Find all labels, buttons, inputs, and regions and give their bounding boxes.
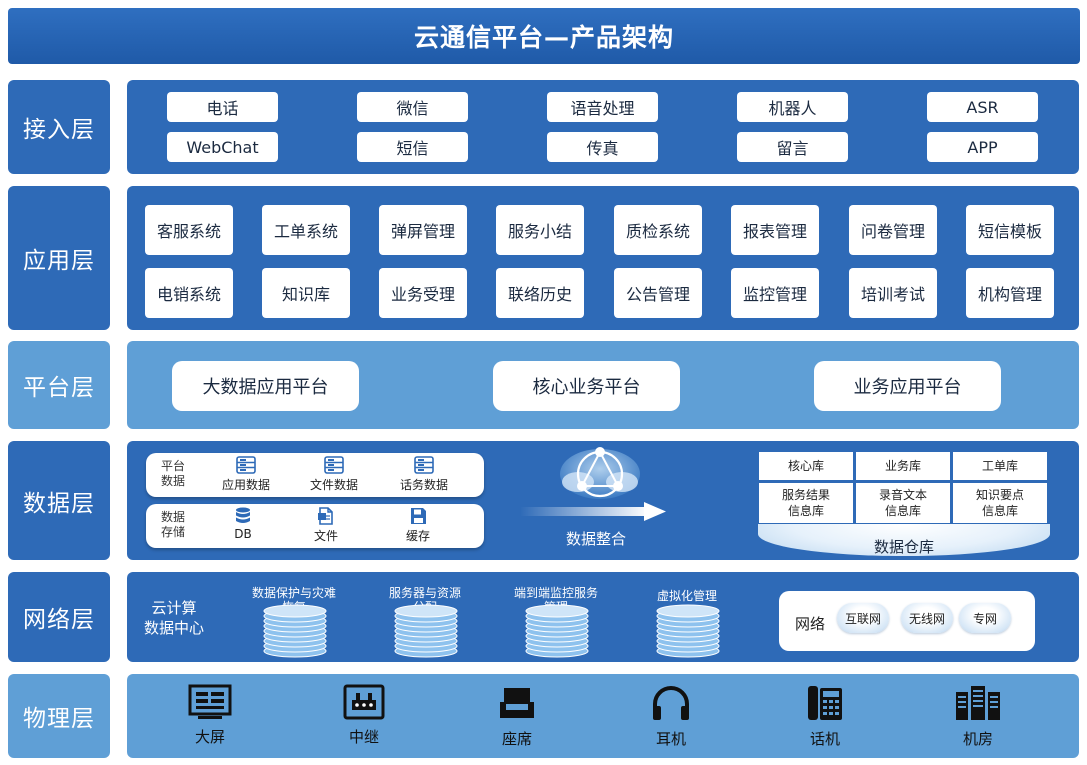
physical-panel	[127, 674, 1079, 758]
warehouse-cell[interactable]: 录音文本 信息库	[856, 483, 950, 523]
headset-icon	[653, 686, 689, 720]
seat-icon	[500, 688, 534, 718]
data-storage-tag: 数据 存储	[161, 510, 186, 539]
relay-icon	[343, 684, 385, 720]
server-stack-icon	[263, 604, 327, 658]
phone-icon	[808, 686, 842, 720]
platform-chip[interactable]: 业务应用平台	[814, 361, 1001, 411]
app-chip[interactable]: 弹屏管理	[379, 205, 467, 255]
database-server-icon	[236, 456, 256, 474]
app-chip[interactable]: 培训考试	[849, 268, 937, 318]
platform-chip[interactable]: 大数据应用平台	[172, 361, 359, 411]
server-stack-icon	[656, 604, 720, 658]
app-chip[interactable]: 电销系统	[145, 268, 233, 318]
platform-panel: 大数据应用平台 核心业务平台 业务应用平台	[127, 341, 1079, 429]
physical-item[interactable]: 耳机	[631, 684, 711, 749]
save-icon	[411, 508, 426, 524]
data-item[interactable]: 话务数据	[384, 456, 464, 493]
layer-label-access: 接入层	[8, 80, 110, 174]
warehouse-cell[interactable]: 业务库	[856, 452, 950, 480]
layer-label-physical: 物理层	[8, 674, 110, 758]
physical-item[interactable]: 座席	[477, 684, 557, 749]
cloud-wireless[interactable]: 无线网	[901, 603, 953, 633]
data-integration-icon	[520, 447, 666, 521]
server-stack-icon	[525, 604, 589, 658]
access-chip[interactable]: 语音处理	[547, 92, 658, 122]
cloud-datacenter-label: 云计算 数据中心	[143, 599, 204, 637]
warehouse-cell[interactable]: 核心库	[759, 452, 853, 480]
access-chip[interactable]: 电话	[167, 92, 278, 122]
physical-item[interactable]: 机房	[938, 684, 1018, 749]
data-storage-group: 数据 存储 DB 文件 缓存	[146, 504, 484, 548]
access-chip[interactable]: ASR	[927, 92, 1038, 122]
platform-chip[interactable]: 核心业务平台	[493, 361, 680, 411]
data-item[interactable]: DB	[203, 507, 283, 541]
cloud-internet[interactable]: 互联网	[837, 603, 889, 633]
app-chip[interactable]: 联络历史	[496, 268, 584, 318]
data-item[interactable]: 文件数据	[294, 456, 374, 493]
database-server-icon	[324, 456, 344, 474]
access-chip[interactable]: APP	[927, 132, 1038, 162]
physical-item[interactable]: 话机	[785, 684, 865, 749]
network-box: 网络 互联网 无线网 专网	[779, 591, 1035, 651]
warehouse-cell[interactable]: 服务结果 信息库	[759, 483, 853, 523]
database-server-icon	[414, 456, 434, 474]
page-title: 云通信平台—产品架构	[8, 8, 1080, 64]
app-chip[interactable]: 监控管理	[731, 268, 819, 318]
warehouse-title: 数据仓库	[873, 538, 934, 556]
data-item[interactable]: 应用数据	[206, 456, 286, 493]
warehouse-cell[interactable]: 知识要点 信息库	[953, 483, 1047, 523]
data-integration-label: 数据整合	[566, 530, 627, 548]
stack-label: 虚拟化管理	[656, 589, 717, 603]
cloud-private[interactable]: 专网	[959, 603, 1011, 633]
app-chip[interactable]: 问卷管理	[849, 205, 937, 255]
access-chip[interactable]: 机器人	[737, 92, 848, 122]
access-chip[interactable]: 传真	[547, 132, 658, 162]
app-chip[interactable]: 客服系统	[145, 205, 233, 255]
platform-data-group: 平台 数据 应用数据 文件数据 话务数据	[146, 453, 484, 497]
physical-item[interactable]: 大屏	[170, 684, 250, 747]
file-icon	[318, 507, 333, 525]
layer-label-application: 应用层	[8, 186, 110, 330]
access-chip[interactable]: 留言	[737, 132, 848, 162]
layer-label-network: 网络层	[8, 572, 110, 662]
app-chip[interactable]: 业务受理	[379, 268, 467, 318]
app-chip[interactable]: 知识库	[262, 268, 350, 318]
app-chip[interactable]: 机构管理	[966, 268, 1054, 318]
layer-label-data: 数据层	[8, 441, 110, 560]
app-chip[interactable]: 工单系统	[262, 205, 350, 255]
server-room-icon	[956, 686, 1000, 720]
layer-label-platform: 平台层	[8, 341, 110, 429]
app-chip[interactable]: 公告管理	[614, 268, 702, 318]
app-chip[interactable]: 服务小结	[496, 205, 584, 255]
app-chip[interactable]: 短信模板	[966, 205, 1054, 255]
app-chip[interactable]: 报表管理	[731, 205, 819, 255]
data-item[interactable]: 缓存	[378, 507, 458, 544]
access-panel: 电话 微信 语音处理 机器人 ASR WebChat 短信 传真 留言 APP	[127, 80, 1079, 174]
access-chip[interactable]: 微信	[357, 92, 468, 122]
access-chip[interactable]: WebChat	[167, 132, 278, 162]
platform-data-tag: 平台 数据	[161, 459, 186, 488]
database-icon	[236, 507, 250, 523]
data-warehouse: 核心库 业务库 工单库 服务结果 信息库 录音文本 信息库 知识要点 信息库 数…	[758, 452, 1050, 557]
network-title: 网络	[795, 615, 826, 633]
physical-item[interactable]: 中继	[324, 684, 404, 747]
data-item[interactable]: 文件	[286, 507, 366, 544]
server-stack-icon	[394, 604, 458, 658]
big-screen-icon	[188, 684, 232, 719]
app-chip[interactable]: 质检系统	[614, 205, 702, 255]
application-panel: 客服系统 工单系统 弹屏管理 服务小结 质检系统 报表管理 问卷管理 短信模板 …	[127, 186, 1079, 330]
access-chip[interactable]: 短信	[357, 132, 468, 162]
warehouse-cell[interactable]: 工单库	[953, 452, 1047, 480]
